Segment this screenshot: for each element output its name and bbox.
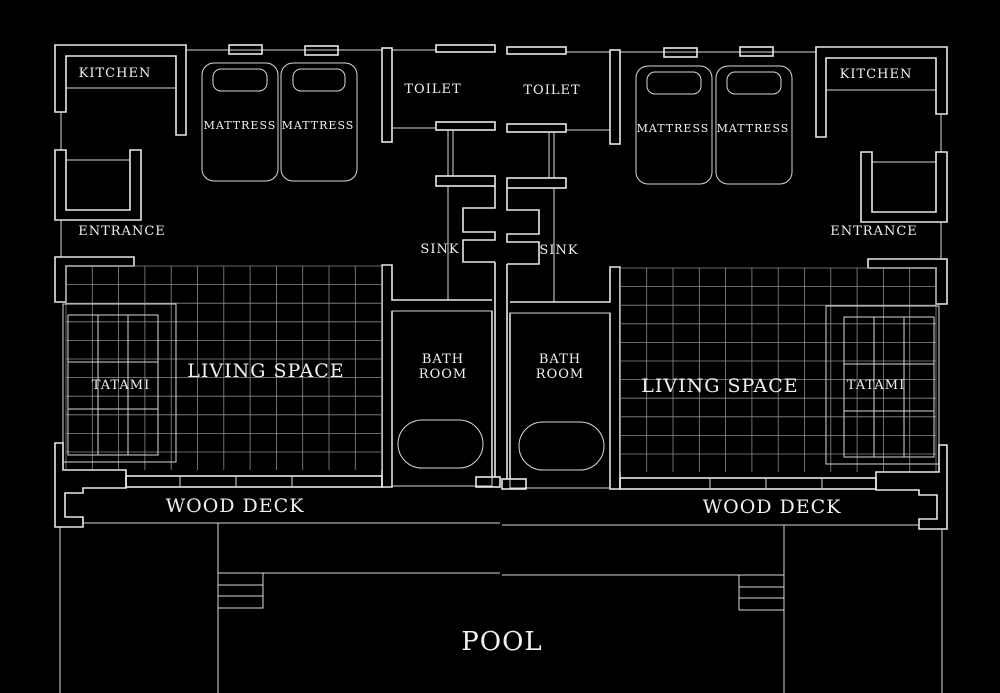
mattresses (201, 62, 793, 185)
mattress-label: MATTRESS (717, 122, 790, 135)
mattress-label: MATTRESS (204, 119, 277, 132)
mattress-label: MATTRESS (637, 122, 710, 135)
tatami-label-right: TATAMI (847, 378, 905, 393)
tatami-label-left: TATAMI (92, 378, 150, 393)
sink-label-right: SINK (539, 243, 578, 258)
sink-label-left: SINK (420, 242, 459, 257)
kitchen-label-left: KITCHEN (79, 66, 152, 81)
toilet-label-left: TOILET (404, 82, 461, 97)
mattress-label: MATTRESS (282, 119, 355, 132)
bathroom-label-right: ROOM (536, 367, 584, 382)
bathroom-label-left: BATH (422, 352, 464, 367)
bathroom-label-left: ROOM (419, 367, 467, 382)
wood-deck-label-left: WOOD DECK (166, 495, 305, 517)
wood-deck-label-right: WOOD DECK (703, 496, 842, 518)
entrance-label-left: ENTRANCE (78, 224, 166, 239)
entrance-label-right: ENTRANCE (830, 224, 918, 239)
kitchen-label-right: KITCHEN (840, 67, 913, 82)
bathroom-label-right: BATH (539, 352, 581, 367)
living-space-label-right: LIVING SPACE (641, 375, 798, 397)
toilet-label-right: TOILET (523, 83, 580, 98)
living-space-label-left: LIVING SPACE (187, 360, 344, 382)
pool-label: POOL (461, 627, 542, 657)
